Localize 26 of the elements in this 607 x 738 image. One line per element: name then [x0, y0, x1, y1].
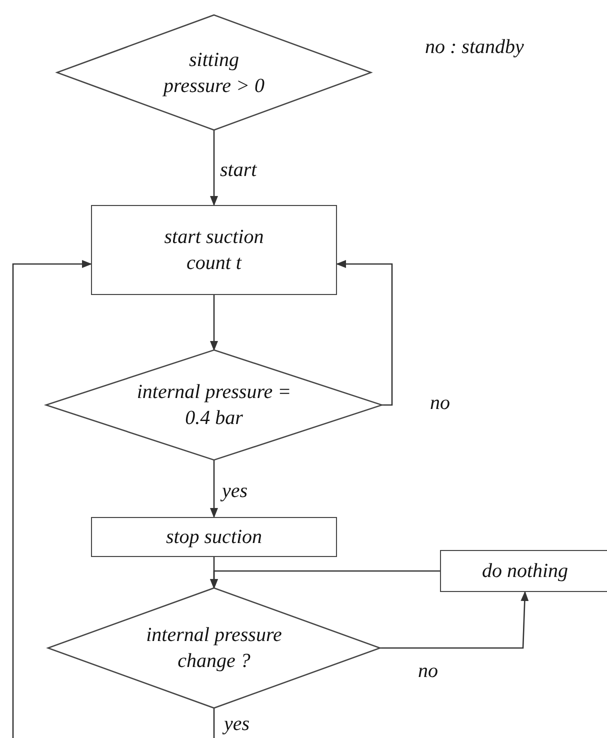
arrow	[210, 460, 218, 518]
arrow	[380, 591, 529, 649]
edge-label: yes	[222, 481, 248, 501]
node-label: internal pressure = 0.4 bar	[136, 380, 292, 431]
edge-label: start	[220, 160, 257, 180]
node-label: stop suction	[166, 525, 262, 550]
arrow	[210, 570, 440, 589]
arrow	[210, 130, 218, 206]
decision-diamond	[46, 350, 382, 460]
process-box	[91, 205, 337, 295]
note-text: no : standby	[425, 37, 524, 57]
node-label: do nothing	[482, 559, 568, 584]
arrow	[336, 260, 393, 406]
decision-diamond	[57, 15, 371, 130]
node-label: internal pressure change ?	[145, 623, 283, 674]
edge-label: no	[430, 393, 450, 413]
arrow	[12, 260, 92, 738]
node-label: start suction count t	[163, 225, 265, 276]
edge-label: yes	[224, 714, 250, 734]
decision-diamond	[48, 588, 380, 708]
process-box	[440, 550, 607, 592]
arrow	[210, 295, 218, 351]
connector-line	[213, 708, 215, 738]
node-label: sitting pressure > 0	[162, 48, 266, 98]
process-box	[91, 517, 337, 557]
edge-label: no	[418, 661, 438, 681]
